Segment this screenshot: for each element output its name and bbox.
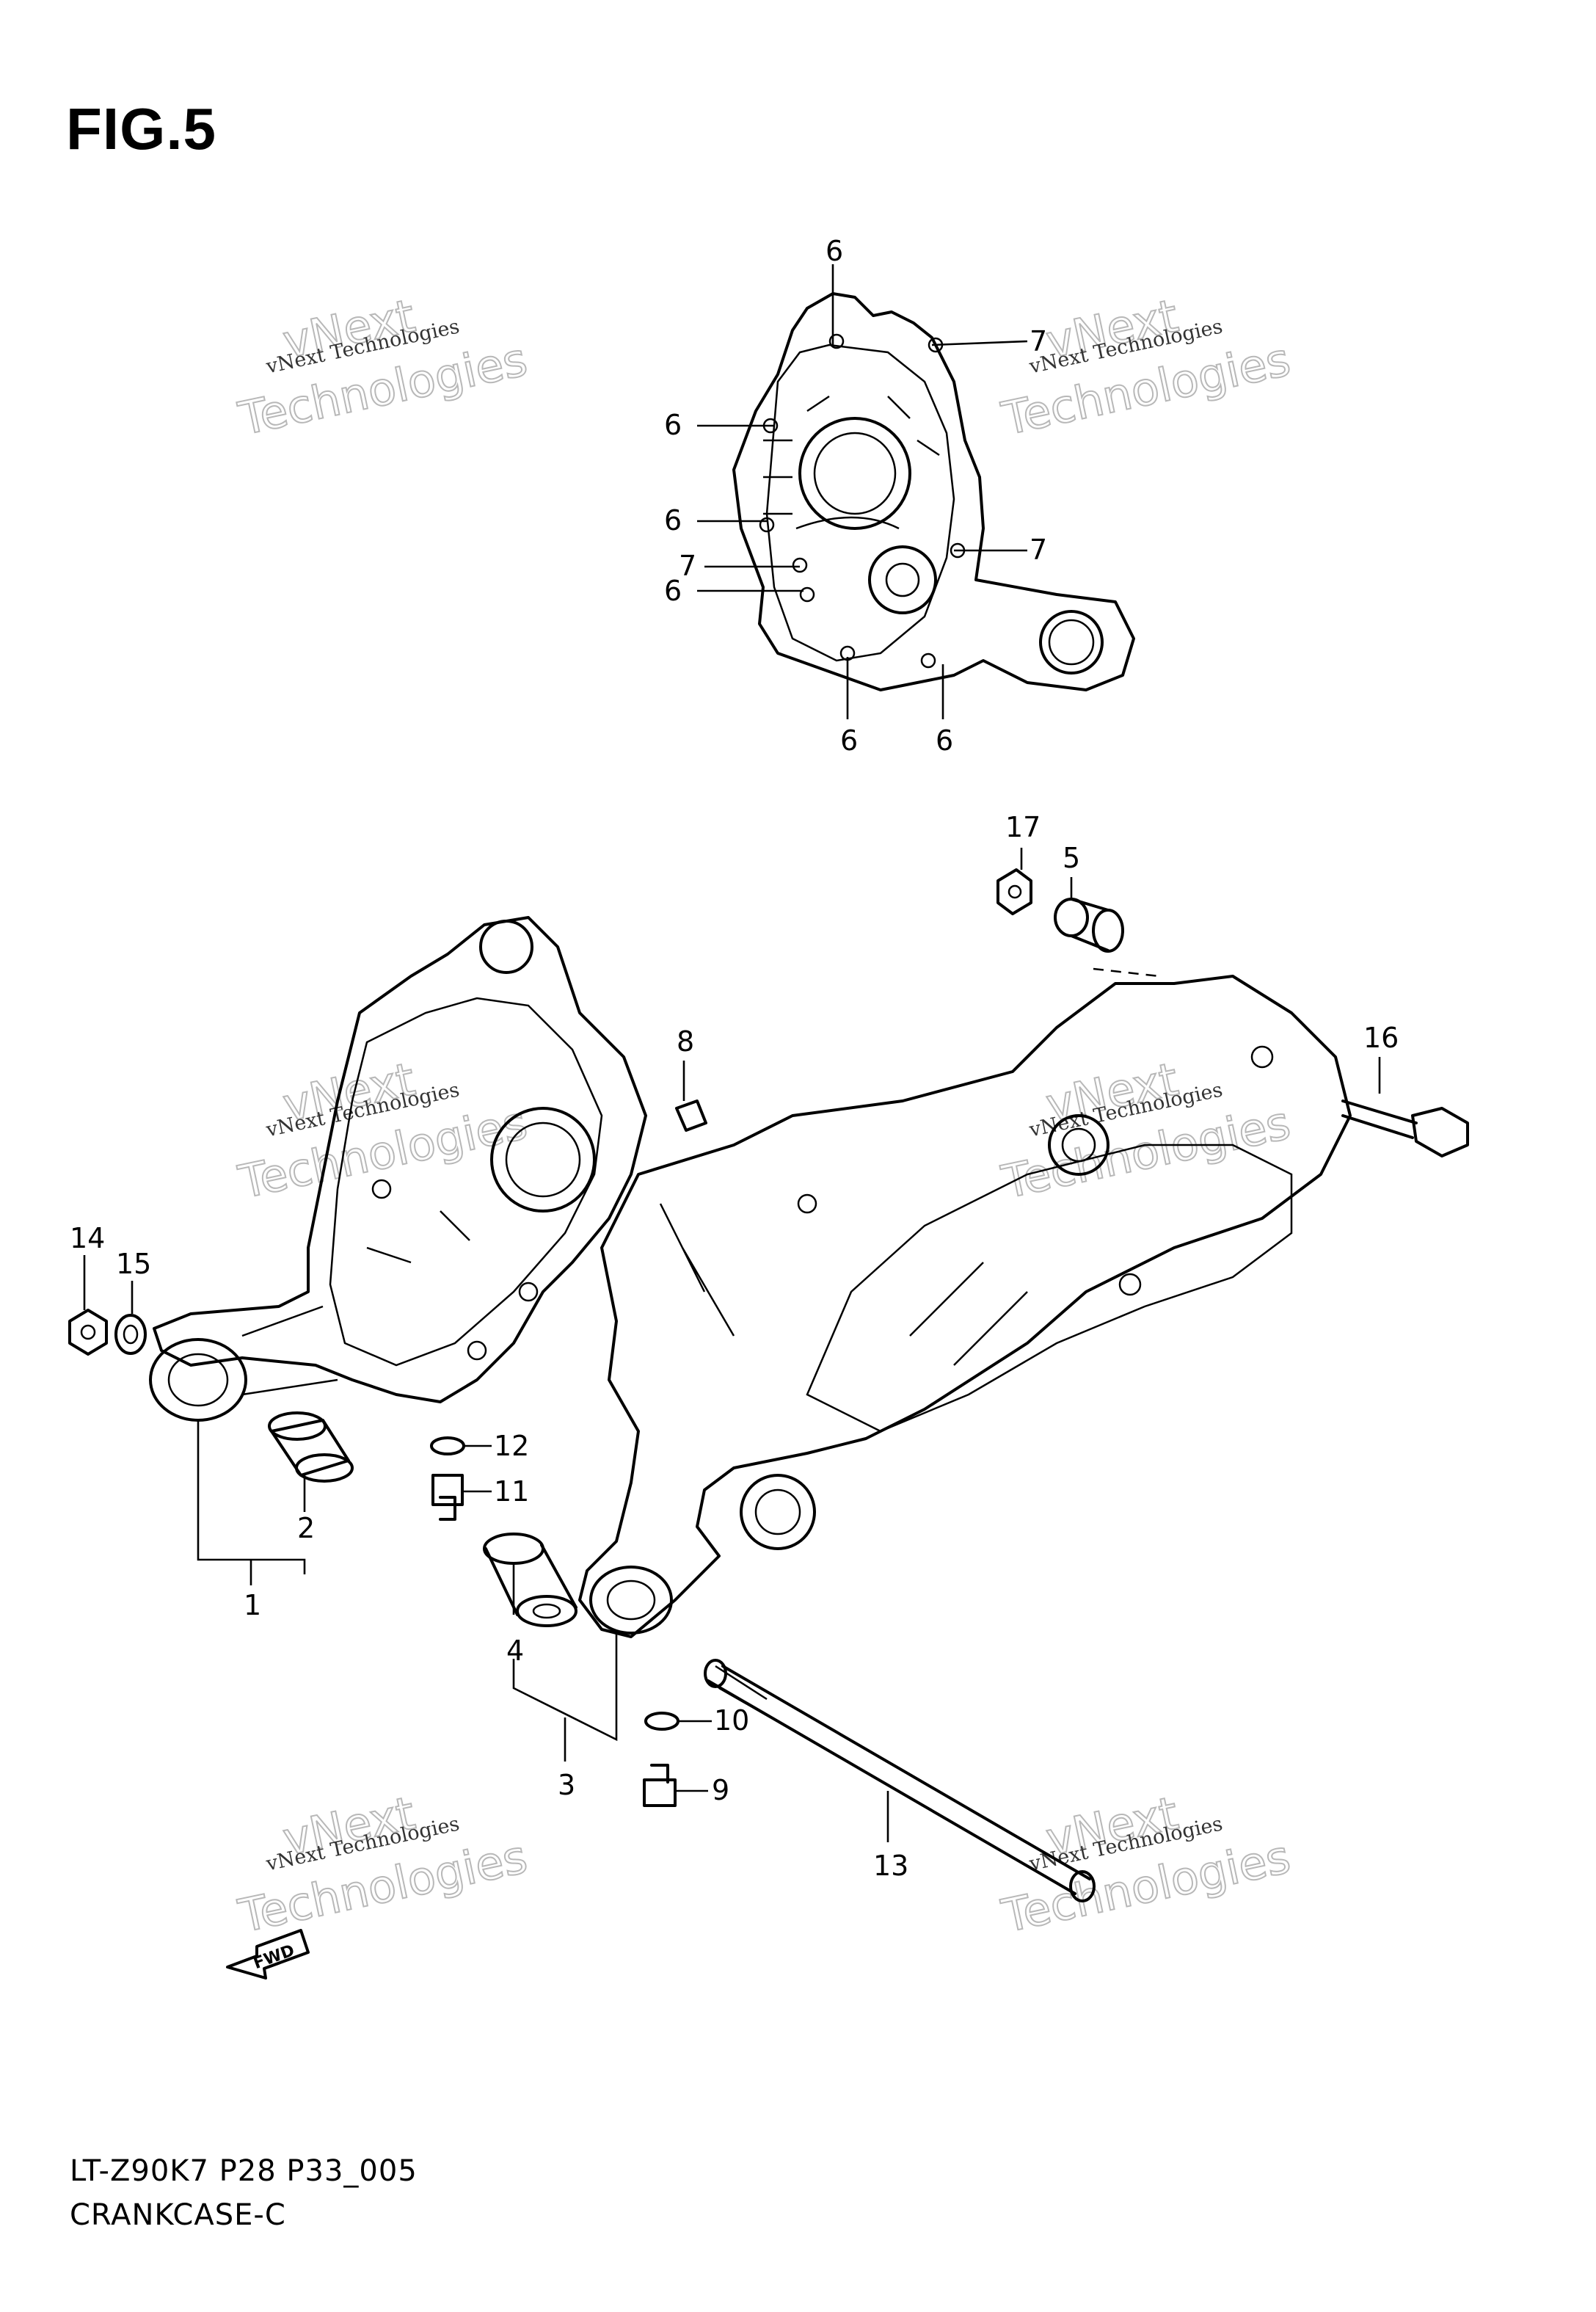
footer-model-code: LT-Z90K7 P28 P33_005 (70, 2154, 418, 2188)
bolt-16 (1341, 1099, 1469, 1157)
bolt-9 (643, 1764, 677, 1807)
callout-7: 7 (1030, 534, 1047, 566)
callout-11: 11 (494, 1475, 529, 1508)
callout-6: 6 (840, 724, 858, 757)
callout-labels: 6 7 6 6 7 7 6 6 6 17 5 16 8 14 15 12 11 … (70, 235, 1399, 1882)
watermark-bottom-right: Technologies vNext vNext Technologies (996, 1785, 1296, 1944)
nut-14 (68, 1309, 108, 1356)
bushing-4 (483, 1533, 577, 1627)
callout-12: 12 (494, 1430, 529, 1462)
crankcase-left-half (149, 916, 647, 1422)
callout-6: 6 (936, 724, 953, 757)
callout-3: 3 (558, 1769, 575, 1801)
callout-9: 9 (712, 1774, 729, 1806)
bolt-11 (431, 1474, 464, 1521)
callout-17: 17 (1005, 811, 1041, 843)
leader-lines (83, 264, 1381, 1842)
callout-7: 7 (1030, 325, 1047, 357)
figure-title: FIG.5 (66, 96, 217, 161)
callout-16: 16 (1363, 1022, 1399, 1054)
callout-6: 6 (664, 575, 682, 607)
watermark-mid-right: Technologies vNext vNext Technologies (996, 1051, 1296, 1210)
watermark-top-left: Technologies vNext vNext Technologies (233, 288, 533, 446)
callout-1: 1 (244, 1589, 261, 1621)
bushing-5 (1054, 898, 1124, 953)
callout-10: 10 (714, 1704, 749, 1737)
callout-4: 4 (506, 1635, 524, 1667)
nut-17 (996, 868, 1032, 915)
callout-2: 2 (297, 1512, 315, 1544)
callout-8: 8 (677, 1025, 694, 1058)
callout-15: 15 (116, 1248, 151, 1280)
washer-15 (114, 1314, 147, 1355)
crankcase-inner-view (732, 292, 1135, 691)
footer-section-name: CRANKCASE-C (70, 2198, 286, 2232)
callout-6: 6 (826, 235, 843, 267)
callout-14: 14 (70, 1222, 105, 1254)
callout-6: 6 (664, 409, 682, 441)
callout-5: 5 (1063, 842, 1080, 874)
washer-12 (430, 1436, 465, 1455)
watermark-bottom-left: Technologies vNext vNext Technologies (233, 1785, 533, 1944)
callout-6: 6 (664, 504, 682, 537)
callout-13: 13 (873, 1850, 908, 1882)
washer-10 (644, 1712, 679, 1731)
callout-7: 7 (679, 550, 696, 582)
stud-13 (704, 1659, 1096, 1902)
bushing-2 (268, 1411, 354, 1483)
crankcase-right-half (578, 967, 1352, 1638)
dowel-pin-8 (675, 1099, 707, 1132)
